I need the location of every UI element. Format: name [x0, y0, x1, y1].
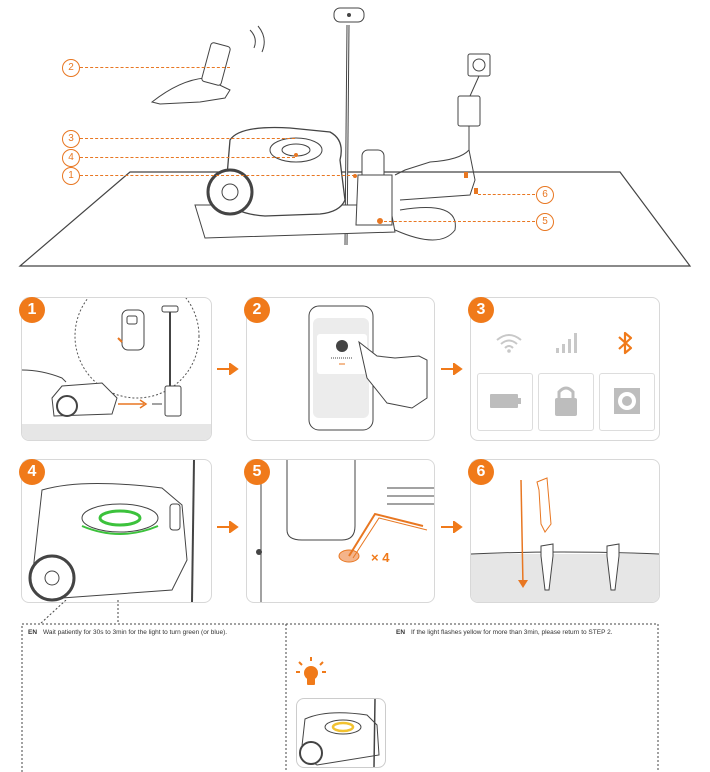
step-4-panel [21, 459, 212, 603]
step-5-badge: 5 [244, 459, 270, 485]
note-left-lang: EN [28, 629, 38, 636]
arrow-right-icon [217, 521, 239, 533]
step-3-panel [470, 297, 660, 441]
overview-drawing [18, 7, 692, 267]
lightbulb-icon [296, 657, 326, 685]
wifi-icon [496, 334, 522, 353]
arrow-right-icon [441, 363, 463, 375]
battery-tile [477, 373, 533, 431]
leader-line-3 [80, 138, 295, 139]
note-box-outline [21, 600, 659, 772]
hex-key-icon [256, 460, 434, 602]
step-6-badge: 6 [468, 459, 494, 485]
step-3-badge: 3 [468, 297, 494, 323]
hand-icon [358, 340, 428, 409]
mower-yellow-light-icon [299, 699, 380, 767]
callout-4: 4 [62, 149, 80, 167]
settings-icon [614, 388, 640, 414]
leader-line-4 [80, 157, 295, 158]
overview-illustration: 2 3 4 1 6 5 [0, 0, 710, 275]
arrow-right-icon [217, 363, 239, 375]
callout-3: 3 [62, 130, 80, 148]
note-right: EN If the light flashes yellow for more t… [396, 629, 613, 636]
battery-icon [490, 394, 521, 408]
mower-icon [22, 298, 200, 417]
quantity-label: × 4 [371, 550, 390, 565]
callout-6: 6 [536, 186, 554, 204]
smartphone-icon [308, 305, 428, 431]
note-left-text: Wait patiently for 30s to 3min for the l… [43, 629, 228, 636]
leader-line-6 [478, 194, 535, 195]
cellular-signal-icon [556, 333, 577, 353]
leader-line-1 [80, 175, 355, 176]
bluetooth-icon [618, 331, 633, 355]
mower-yellow-light-thumbnail [296, 698, 386, 768]
note-right-text: If the light flashes yellow for more tha… [411, 629, 613, 636]
mower-top-light-icon [28, 460, 195, 602]
step-1-panel [21, 297, 212, 441]
step-4-badge: 4 [19, 459, 45, 485]
leader-line-5 [384, 221, 535, 222]
step-2-badge: 2 [244, 297, 270, 323]
ground-peg-icon [471, 477, 659, 591]
note-left: EN Wait patiently for 30s to 3min for the… [28, 629, 227, 636]
step-6-panel [470, 459, 660, 603]
lock-tile [538, 373, 594, 431]
leader-line-2 [80, 67, 230, 68]
settings-tile [599, 373, 655, 431]
ground [471, 554, 659, 602]
lock-icon [555, 386, 577, 416]
arrow-right-icon [441, 521, 463, 533]
step-2-panel [246, 297, 435, 441]
step-1-badge: 1 [19, 297, 45, 323]
step-5-panel: × 4 [246, 459, 435, 603]
floor [22, 424, 211, 440]
callout-1: 1 [62, 167, 80, 185]
callout-2: 2 [62, 59, 80, 77]
note-right-lang: EN [396, 629, 406, 636]
callout-5: 5 [536, 213, 554, 231]
